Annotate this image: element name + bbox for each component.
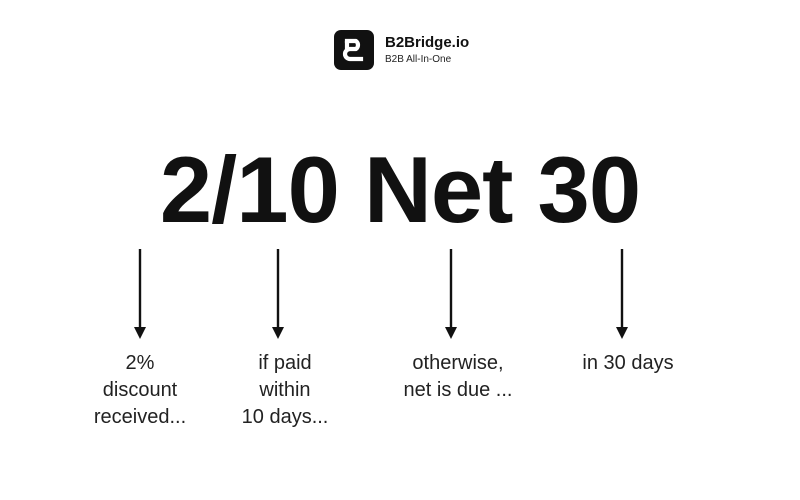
arrow-down-icon [134,249,146,339]
annotation-otherwise: otherwise, net is due ... [403,352,513,401]
brand-text: B2Bridge.io B2B All-In-One [385,34,469,66]
brand-header: B2Bridge.io B2B All-In-One [334,30,469,70]
arrow-down-icon [272,249,284,339]
brand-name: B2Bridge.io [385,34,470,51]
annotation-payment-window: if paid within 10 days... [241,352,329,428]
annotation-due-date: in 30 days [582,352,674,374]
arrow-down-icon [616,249,628,339]
annotation-discount: 2% discount received... [93,352,187,428]
arrow-down-icon [445,249,457,339]
brand-tagline: B2B All-In-One [385,54,452,65]
b2bridge-logo-icon [334,30,374,70]
payment-terms-headline: 2/10 Net 30 [159,137,641,242]
